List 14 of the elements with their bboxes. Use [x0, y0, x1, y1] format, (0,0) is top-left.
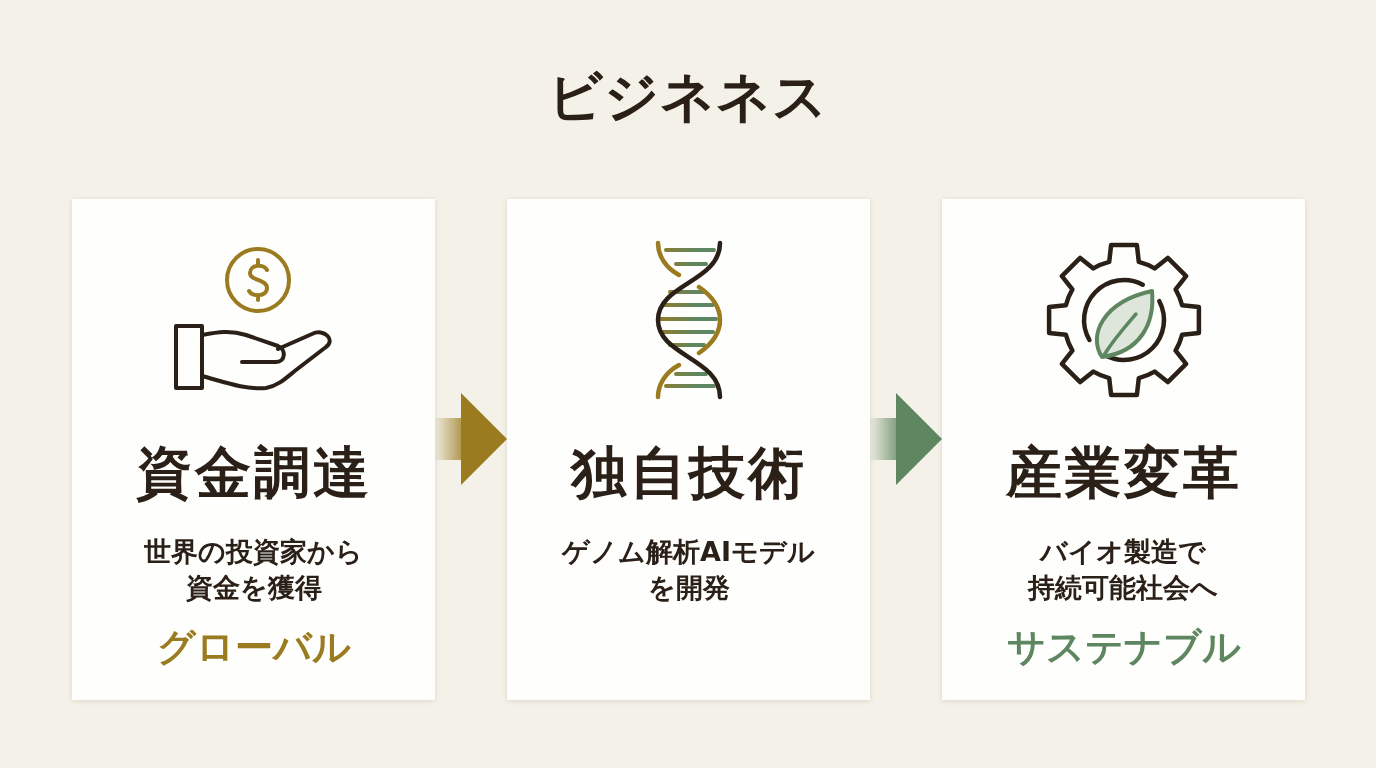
arrow — [870, 393, 942, 485]
card-tagline: グローバル — [156, 624, 351, 670]
content-card — [507, 199, 870, 700]
content-card — [72, 199, 435, 700]
card-title: 独自技術 — [570, 440, 807, 504]
card-description: バイオ製造で持続可能社会へ — [1026, 535, 1220, 605]
card-description: ゲノム解析AIモデルを開発 — [560, 535, 816, 605]
card-description: 世界の投資家から資金を獲得 — [143, 535, 364, 605]
card-title: 産業変革 — [1005, 440, 1242, 504]
content-card — [942, 199, 1305, 700]
page-title: ビジネネス — [548, 64, 828, 130]
card-tagline: サステナブル — [1006, 624, 1241, 670]
arrow — [435, 393, 507, 485]
card-title: 資金調達 — [135, 440, 372, 504]
